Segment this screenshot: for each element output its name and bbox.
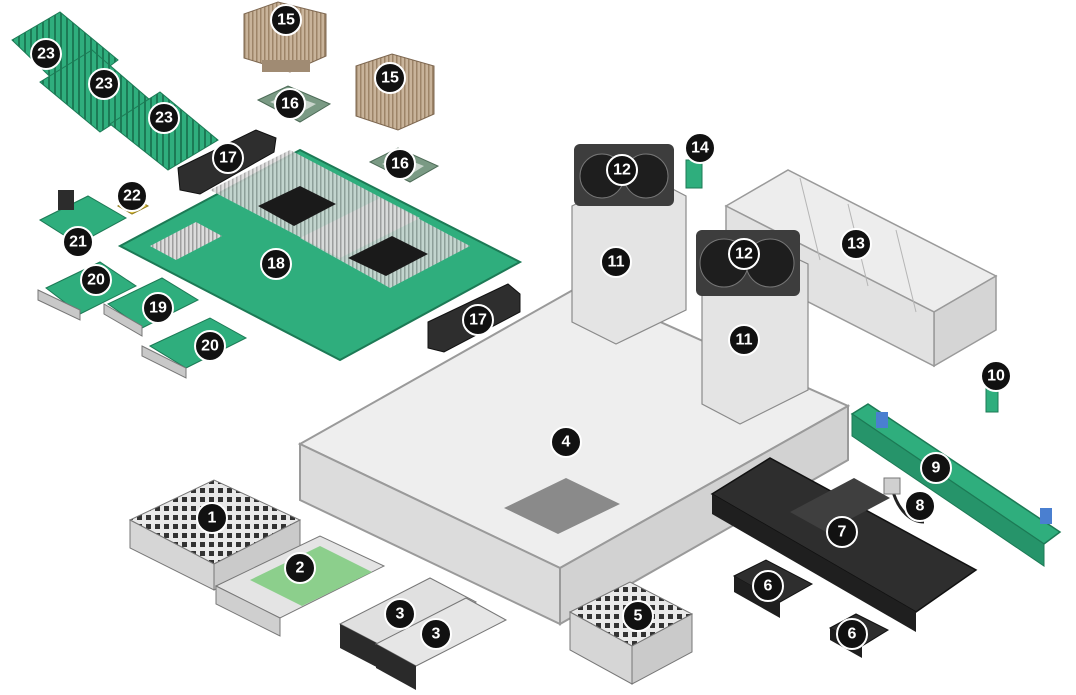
callout-23-2: 23 bbox=[88, 68, 120, 100]
svg-text:3: 3 bbox=[396, 606, 405, 623]
svg-text:4: 4 bbox=[562, 434, 571, 451]
backplane bbox=[850, 403, 1062, 567]
svg-text:11: 11 bbox=[736, 332, 753, 349]
callout-6-top: 6 bbox=[752, 570, 784, 602]
svg-text:16: 16 bbox=[391, 156, 409, 173]
callout-20-bottom: 20 bbox=[194, 330, 226, 362]
callout-5: 5 bbox=[622, 600, 654, 632]
callout-11-bottom: 11 bbox=[728, 324, 760, 356]
svg-text:3: 3 bbox=[432, 626, 441, 643]
callout-9: 9 bbox=[920, 452, 952, 484]
svg-text:21: 21 bbox=[69, 234, 87, 251]
svg-text:20: 20 bbox=[201, 338, 219, 355]
mainboard bbox=[117, 148, 523, 362]
callout-15-right: 15 bbox=[374, 62, 406, 94]
callout-21: 21 bbox=[62, 226, 94, 258]
callout-8: 8 bbox=[904, 490, 936, 522]
callout-15-left: 15 bbox=[270, 4, 302, 36]
svg-text:7: 7 bbox=[838, 524, 847, 541]
svg-text:23: 23 bbox=[155, 110, 173, 127]
callout-7: 7 bbox=[826, 516, 858, 548]
callout-1: 1 bbox=[196, 502, 228, 534]
svg-text:17: 17 bbox=[219, 150, 237, 167]
svg-text:12: 12 bbox=[735, 246, 753, 263]
callout-23-3: 23 bbox=[148, 102, 180, 134]
svg-text:12: 12 bbox=[613, 162, 631, 179]
svg-text:11: 11 bbox=[608, 254, 625, 271]
callout-18: 18 bbox=[260, 248, 292, 280]
svg-text:6: 6 bbox=[848, 626, 857, 643]
callout-16-right: 16 bbox=[384, 148, 416, 180]
small-board-14 bbox=[685, 159, 703, 189]
svg-text:18: 18 bbox=[267, 256, 285, 273]
svg-text:19: 19 bbox=[149, 300, 167, 317]
svg-text:22: 22 bbox=[123, 188, 141, 205]
svg-text:6: 6 bbox=[764, 578, 773, 595]
callout-19: 19 bbox=[142, 292, 174, 324]
svg-text:8: 8 bbox=[916, 498, 925, 515]
callout-12-top: 12 bbox=[606, 154, 638, 186]
callout-10: 10 bbox=[980, 360, 1012, 392]
callout-12-bottom: 12 bbox=[728, 238, 760, 270]
svg-text:15: 15 bbox=[277, 12, 295, 29]
callout-11-top: 11 bbox=[600, 246, 632, 278]
callout-2: 2 bbox=[284, 552, 316, 584]
callout-14: 14 bbox=[684, 132, 716, 164]
svg-text:17: 17 bbox=[469, 312, 487, 329]
svg-text:1: 1 bbox=[208, 510, 217, 527]
callout-16-left: 16 bbox=[274, 88, 306, 120]
svg-text:10: 10 bbox=[987, 368, 1005, 385]
svg-text:9: 9 bbox=[932, 460, 941, 477]
callout-3-bottom: 3 bbox=[420, 618, 452, 650]
callout-3-top: 3 bbox=[384, 598, 416, 630]
svg-text:13: 13 bbox=[847, 236, 865, 253]
svg-text:14: 14 bbox=[691, 140, 709, 157]
callout-17-bottom: 17 bbox=[462, 304, 494, 336]
callout-20-top: 20 bbox=[80, 264, 112, 296]
callout-17-top: 17 bbox=[212, 142, 244, 174]
callout-4: 4 bbox=[550, 426, 582, 458]
svg-text:23: 23 bbox=[37, 46, 55, 63]
card-20-bottom bbox=[141, 317, 248, 379]
svg-text:15: 15 bbox=[381, 70, 399, 87]
callout-23-1: 23 bbox=[30, 38, 62, 70]
svg-text:23: 23 bbox=[95, 76, 113, 93]
svg-text:2: 2 bbox=[296, 560, 305, 577]
svg-text:20: 20 bbox=[87, 272, 105, 289]
svg-text:5: 5 bbox=[634, 608, 643, 625]
callout-6-bottom: 6 bbox=[836, 618, 868, 650]
svg-text:16: 16 bbox=[281, 96, 299, 113]
callout-22: 22 bbox=[116, 180, 148, 212]
callout-13: 13 bbox=[840, 228, 872, 260]
heatsink-1 bbox=[243, 1, 327, 73]
